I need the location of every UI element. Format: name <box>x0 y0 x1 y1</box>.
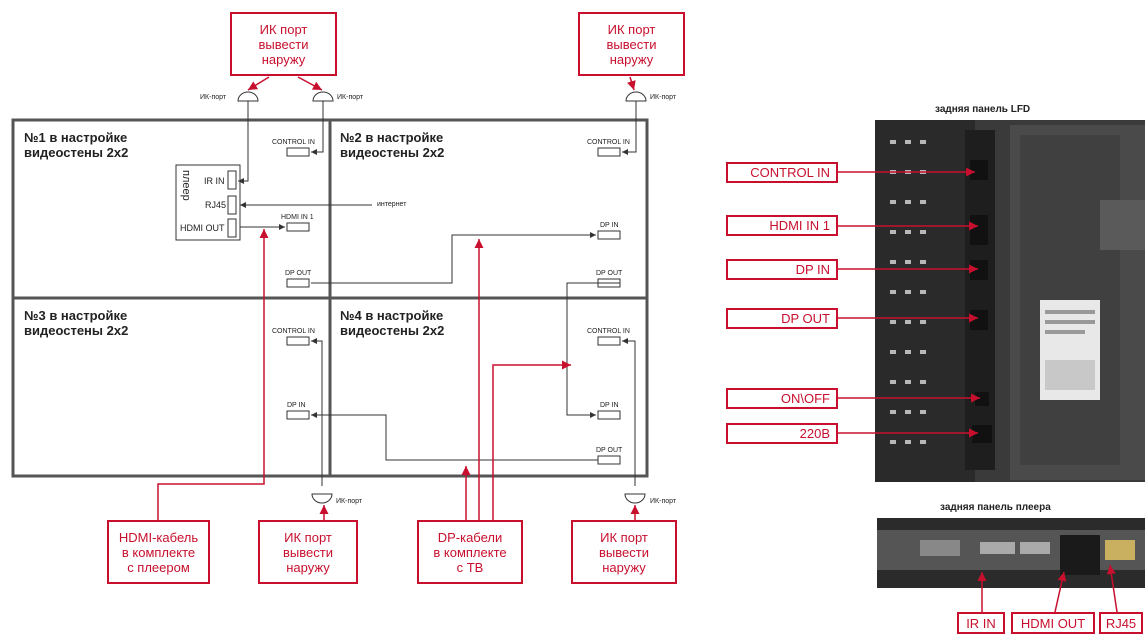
port-label-control-in: CONTROL IN <box>587 328 630 335</box>
ir-sensor-top-left <box>237 91 647 102</box>
player-panel-label-hdmi-out: HDMI OUT <box>1011 612 1095 634</box>
lfd-label-control-in: CONTROL IN <box>726 162 838 183</box>
port-label-dp-in: DP IN <box>287 402 306 409</box>
bottom-callout-ir-right: ИК порт вывести наружу <box>571 520 677 584</box>
lfd-label-on-off: ON\OFF <box>726 388 838 409</box>
bottom-callout-hdmi-cable: HDMI-кабель в комплекте с плеером <box>107 520 210 584</box>
lfd-label-hdmi-in-1: HDMI IN 1 <box>726 215 838 236</box>
top-callout-ir-left: ИК порт вывести наружу <box>230 12 337 76</box>
ir-label: ИК-порт <box>200 94 227 101</box>
bottom-callout-dp-cables: DP-кабели в комплекте с ТВ <box>417 520 523 584</box>
player-panel-label-ir-in: IR IN <box>957 612 1005 634</box>
player-port-hdmi-out: HDMI OUT <box>180 223 225 233</box>
port-label-hdmi-in-1: HDMI IN 1 <box>281 214 314 221</box>
port-label-control-in: CONTROL IN <box>272 139 315 146</box>
lfd-label-dp-out: DP OUT <box>726 308 838 329</box>
ir-label: ИК-порт <box>336 498 363 505</box>
ir-sensor-bottom <box>311 493 646 504</box>
port-label-dp-in: DP IN <box>600 222 619 229</box>
player-port-ir-in: IR IN <box>204 176 225 186</box>
port-label-dp-out: DP OUT <box>596 447 623 454</box>
port-label-dp-out: DP OUT <box>285 270 312 277</box>
player-panel-title: задняя панель плеера <box>940 502 1051 513</box>
cell-title-1: №1 в настройке видеостены 2х2 <box>24 130 129 160</box>
top-callout-ir-right: ИК порт вывести наружу <box>578 12 685 76</box>
player-name: плеер <box>180 170 192 201</box>
cell-title-3: №3 в настройке видеостены 2х2 <box>24 308 129 338</box>
lfd-back-panel-image <box>875 120 1145 482</box>
player-panel-label-rj45: RJ45 <box>1099 612 1143 634</box>
cell-title-4: №4 в настройке видеостены 2х2 <box>340 308 445 338</box>
lfd-label-dp-in: DP IN <box>726 259 838 280</box>
ir-label: ИК-порт <box>650 94 677 101</box>
player-back-panel-image <box>877 518 1145 588</box>
cell-title-2: №2 в настройке видеостены 2х2 <box>340 130 445 160</box>
port-label-dp-out: DP OUT <box>596 270 623 277</box>
ir-label: ИК-порт <box>337 94 364 101</box>
port-label-control-in: CONTROL IN <box>587 139 630 146</box>
player-port-rj45: RJ45 <box>205 200 227 210</box>
port-label-control-in: CONTROL IN <box>272 328 315 335</box>
lfd-panel-title: задняя панель LFD <box>935 104 1031 115</box>
ir-label: ИК-порт <box>650 498 677 505</box>
port-label-dp-in: DP IN <box>600 402 619 409</box>
bottom-callout-ir-left: ИК порт вывести наружу <box>258 520 358 584</box>
internet-label: интернет <box>377 201 407 208</box>
lfd-label-220v: 220В <box>726 423 838 444</box>
